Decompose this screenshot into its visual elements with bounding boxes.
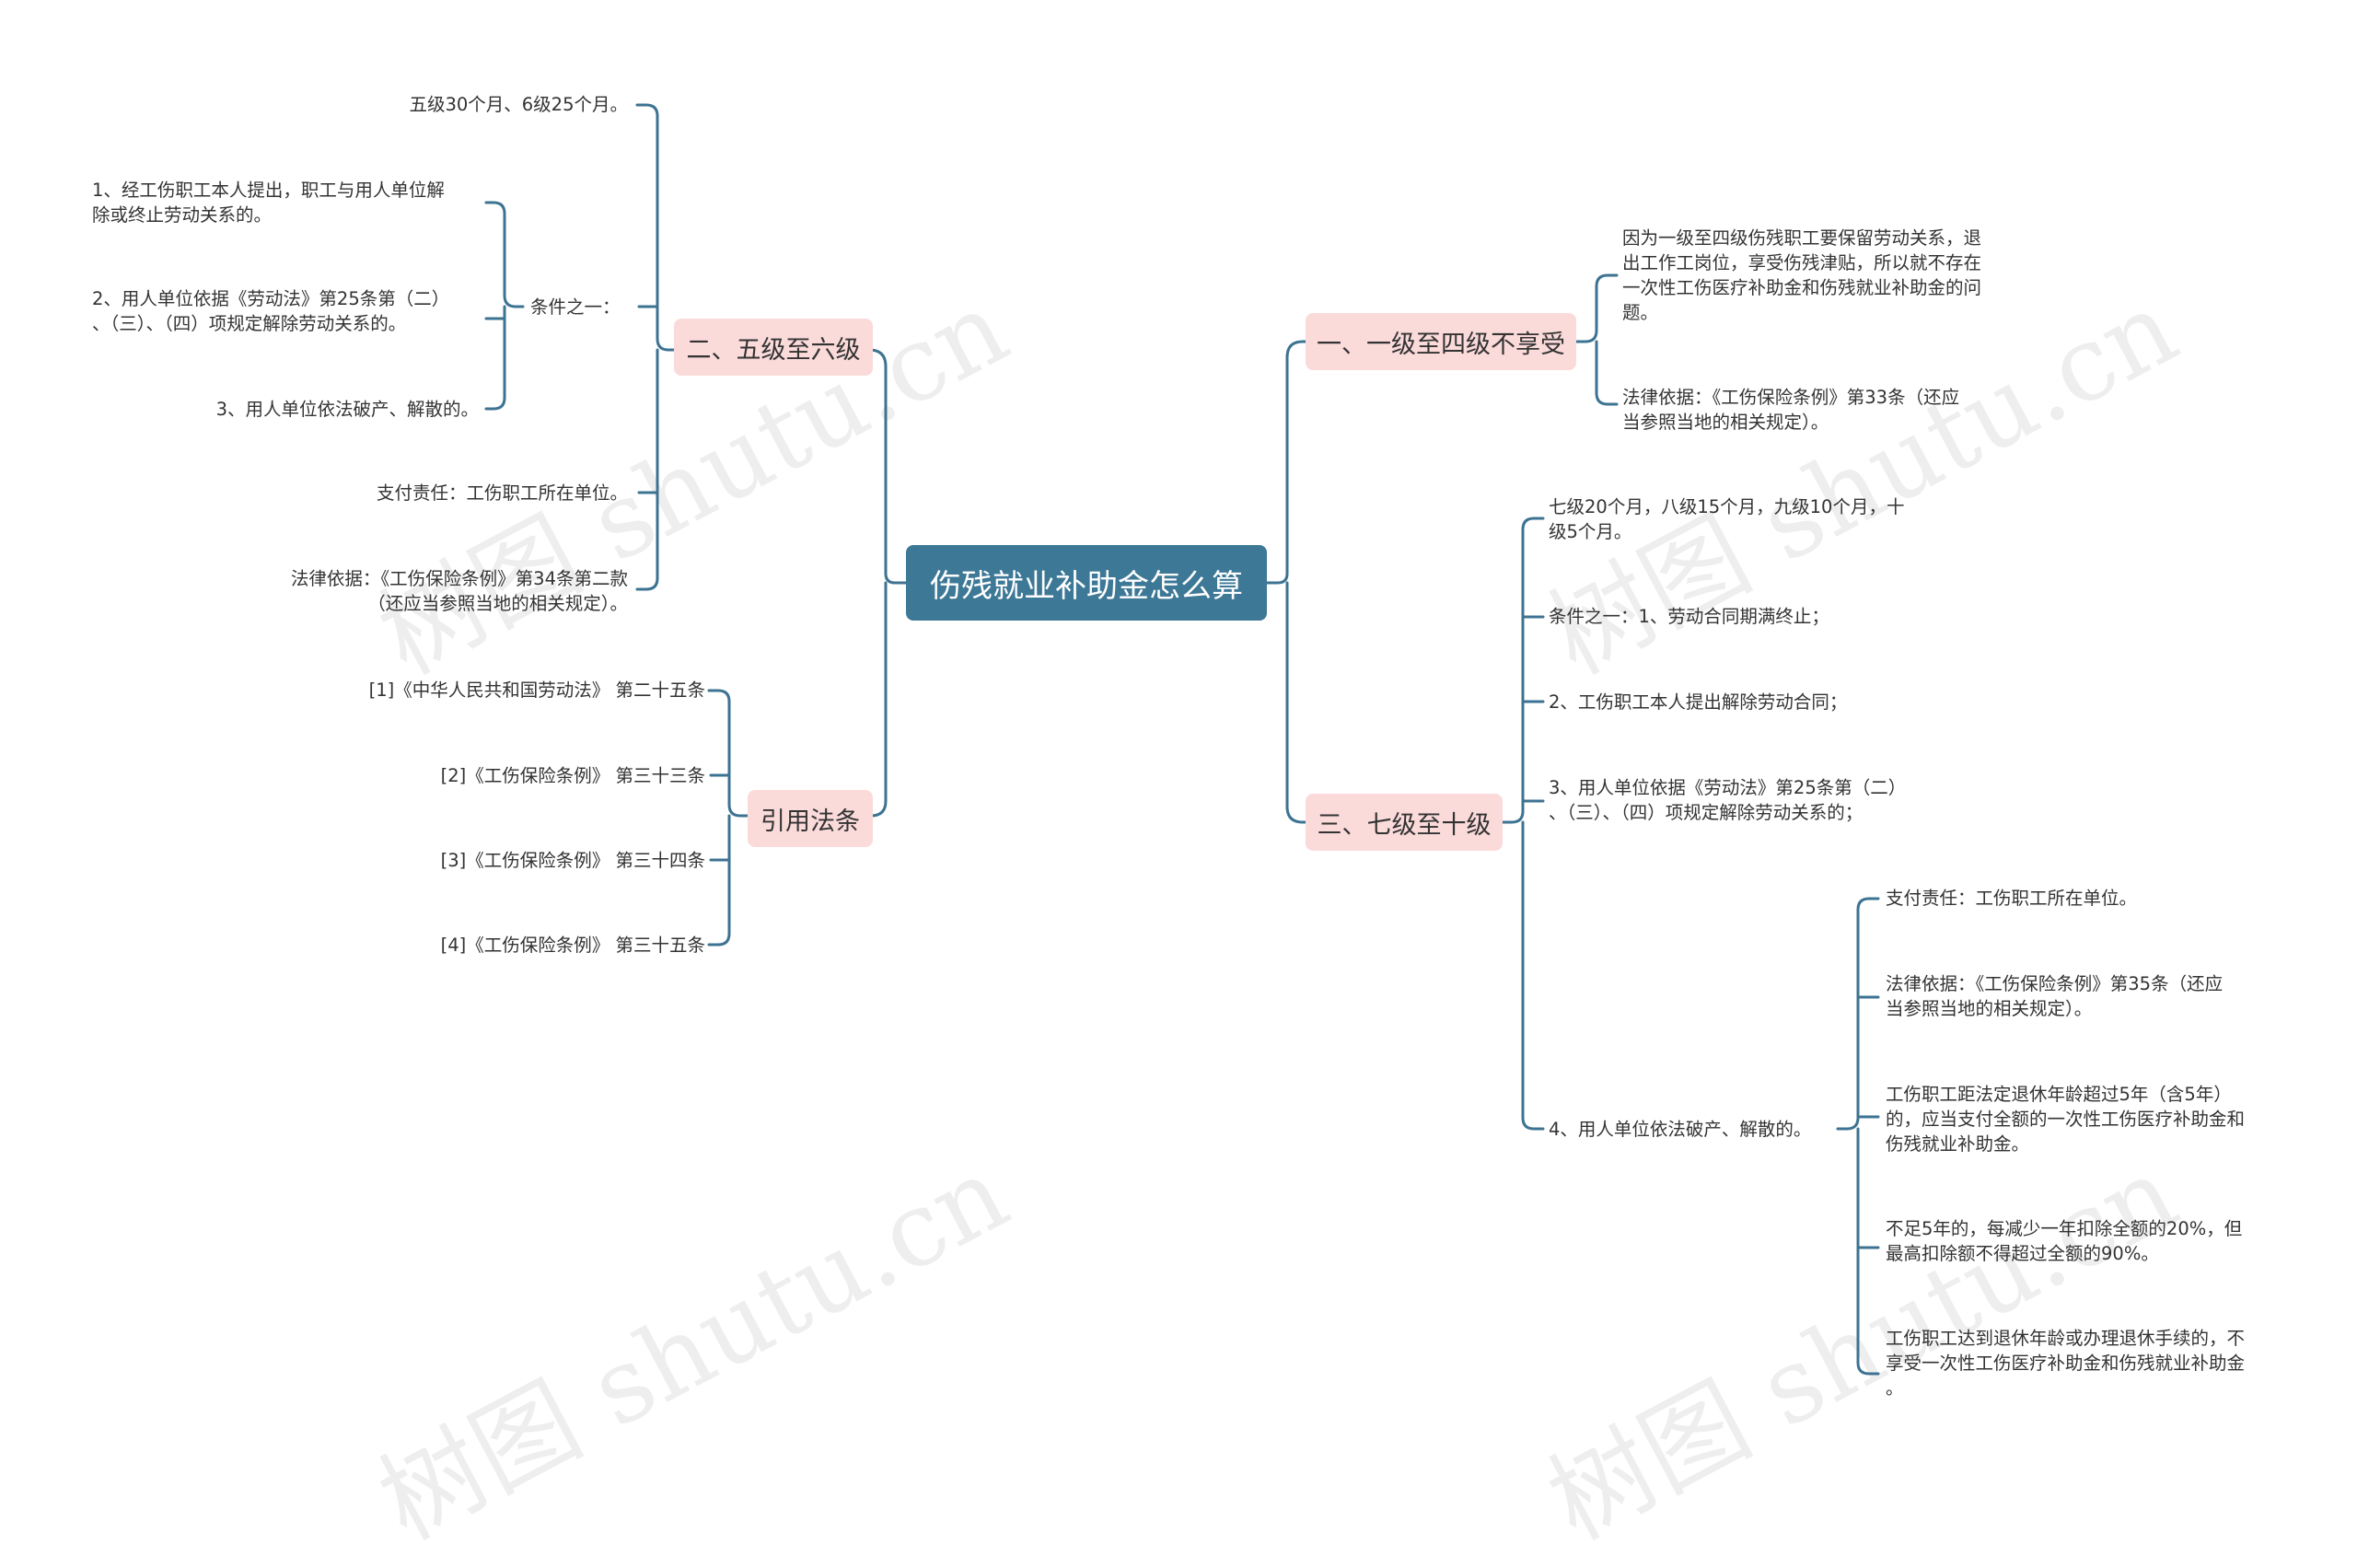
leaf-grade7-10-cond3[interactable]: 3、用人单位依据《劳动法》第25条第（二） 、（三）、（四）项规定解除劳动关系的…: [1549, 777, 1907, 823]
citation-item[interactable]: [4]《工伤保险条例》 第三十五条: [440, 935, 705, 956]
branch-grade5-6[interactable]: 二、五级至六级: [674, 319, 873, 376]
link-root-left: [856, 581, 888, 818]
branch-grade7-10[interactable]: 三、七级至十级: [1306, 794, 1503, 851]
leaf-condition-label[interactable]: 条件之一：: [530, 296, 621, 318]
branch-grade1-4[interactable]: 一、一级至四级不享受: [1306, 313, 1576, 370]
connector-lines: [484, 103, 1880, 1376]
link-root-left: [856, 348, 908, 585]
leaf-cond4-over5[interactable]: 工伤职工距法定退休年龄超过5年（含5年） 的，应当支付全额的一次性工伤医疗补助金…: [1886, 1084, 2246, 1155]
leaf-grade7-10-cond4[interactable]: 4、用人单位依法破产、解散的。: [1549, 1119, 1812, 1140]
leaf-grade7-10-cond1[interactable]: 条件之一：1、劳动合同期满终止；: [1549, 606, 1829, 627]
leaf-condition-2[interactable]: 2、用人单位依据《劳动法》第25条第（二） 、（三）、（四）项规定解除劳动关系的…: [92, 288, 450, 334]
leaf-grade5-6-months[interactable]: 五级30个月、6级25个月。: [409, 94, 628, 115]
citation-item[interactable]: [3]《工伤保险条例》 第三十四条: [440, 850, 705, 871]
leaf-grade5-6-legal[interactable]: 法律依据：《工伤保险条例》第34条第二款 （还应当参照当地的相关规定）。: [290, 568, 628, 614]
leaf-grade1-4-legal[interactable]: 法律依据：《工伤保险条例》第33条（还应 当参照当地的相关规定）。: [1622, 387, 1960, 433]
citation-item[interactable]: [2]《工伤保险条例》 第三十三条: [440, 765, 705, 786]
link-root-right: [1285, 581, 1317, 824]
link-grade7-10: [1521, 820, 1545, 1131]
link-cond4: [1856, 1127, 1880, 1376]
citation-item[interactable]: [1]《中华人民共和国劳动法》 第二十五条: [368, 679, 705, 701]
leaf-condition-1[interactable]: 1、经工伤职工本人提出，职工与用人单位解 除或终止劳动关系的。: [92, 180, 445, 226]
branch-citations[interactable]: 引用法条: [748, 790, 873, 847]
link-grade5-6: [635, 103, 685, 352]
leaf-cond4-retired[interactable]: 工伤职工达到退休年龄或办理退休手续的，不 享受一次性工伤医疗补助金和伤残就业补助…: [1886, 1328, 2246, 1399]
link-grade7-10: [1501, 517, 1545, 824]
leaf-condition-3[interactable]: 3、用人单位依法破产、解散的。: [215, 399, 479, 420]
link-grade1-4: [1574, 273, 1619, 343]
leaf-cond4-legal[interactable]: 法律依据：《工伤保险条例》第35条（还应 当参照当地的相关规定）。: [1886, 973, 2223, 1019]
link-root-right: [1265, 340, 1317, 585]
link-grade5-6: [635, 348, 659, 591]
leaf-cond4-under5[interactable]: 不足5年的，每减少一年扣除全额的20%，但 最高扣除额不得超过全额的90%。: [1886, 1218, 2243, 1264]
leaf-grade7-10-cond2[interactable]: 2、工伤职工本人提出解除劳动合同；: [1549, 691, 1848, 713]
leaf-cond4-payer[interactable]: 支付责任：工伤职工所在单位。: [1886, 888, 2138, 909]
link-citations: [707, 814, 731, 947]
link-conditions: [484, 305, 506, 411]
root-topic[interactable]: 伤残就业补助金怎么算: [906, 545, 1267, 621]
leaf-grade5-6-payer[interactable]: 支付责任：工伤职工所在单位。: [376, 482, 628, 504]
leaf-grade7-10-months[interactable]: 七级20个月，八级15个月，九级10个月，十 级5个月。: [1549, 496, 1905, 542]
link-grade1-4: [1595, 340, 1619, 406]
leaf-grade1-4-reason[interactable]: 因为一级至四级伤残职工要保留劳动关系，退 出工作工岗位，享受伤残津贴，所以就不存…: [1622, 227, 1982, 323]
link-cond4: [1836, 897, 1880, 1131]
link-conditions: [484, 201, 525, 308]
link-citations: [707, 689, 749, 818]
